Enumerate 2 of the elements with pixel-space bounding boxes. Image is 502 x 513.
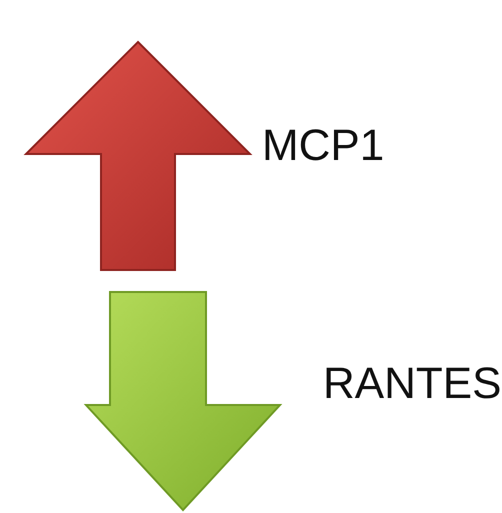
gene-label: MCP1 <box>262 124 384 168</box>
gene-label: RANTES <box>323 362 502 406</box>
